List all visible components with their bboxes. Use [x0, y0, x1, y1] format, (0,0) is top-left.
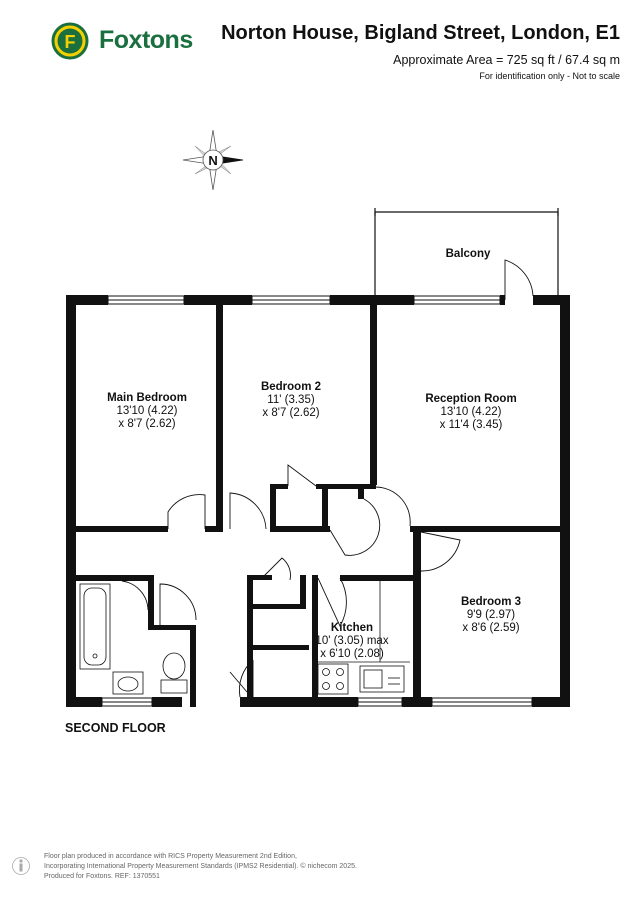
- room-dimension: 13'10 (4.22): [116, 405, 178, 417]
- bedroom-3-label: Bedroom 3 9'9 (2.97) x 8'6 (2.59): [461, 596, 521, 635]
- room-dimension: x 8'6 (2.59): [462, 622, 520, 634]
- compass-rose-icon: N: [182, 129, 244, 191]
- kitchen-label: Kitchen 10' (3.05) max x 6'10 (2.08): [315, 622, 388, 661]
- footer-notes: Floor plan produced in accordance with R…: [44, 852, 357, 882]
- room-dimension: x 11'4 (3.45): [439, 419, 503, 431]
- brand-name: Foxtons: [99, 26, 193, 54]
- approximate-area: Approximate Area = 725 sq ft / 67.4 sq m: [393, 53, 620, 67]
- room-dimension: 11' (3.35): [267, 394, 315, 406]
- sink-icon: [112, 671, 144, 695]
- person-icon: [12, 857, 30, 875]
- walls: [66, 295, 570, 707]
- footer-line: Produced for Foxtons. REF: 1370551: [44, 873, 160, 880]
- toilet-icon: [160, 652, 188, 694]
- windows: [101, 295, 533, 707]
- room-dimension: x 8'7 (2.62): [262, 407, 320, 419]
- room-name: Bedroom 3: [460, 596, 522, 608]
- floor-label: SECOND FLOOR: [65, 721, 166, 735]
- bedroom-2-label: Bedroom 2 11' (3.35) x 8'7 (2.62): [261, 381, 321, 420]
- room-name: Bedroom 2: [260, 381, 322, 393]
- room-name: Main Bedroom: [107, 392, 187, 404]
- room-dimension: 10' (3.05) max: [315, 635, 389, 647]
- reception-room-label: Reception Room 13'10 (4.22) x 11'4 (3.45…: [425, 393, 516, 432]
- bath-icon: [79, 583, 111, 670]
- doors: [121, 259, 534, 698]
- room-name: Reception Room: [425, 393, 517, 405]
- foxtons-logo: F: [51, 22, 89, 60]
- disclaimer: For identification only - Not to scale: [479, 71, 620, 81]
- balcony-outline: [374, 208, 559, 296]
- main-bedroom-label: Main Bedroom 13'10 (4.22) x 8'7 (2.62): [107, 392, 187, 431]
- balcony-label: Balcony: [445, 248, 491, 260]
- compass-north-label: N: [208, 153, 217, 168]
- svg-text:F: F: [65, 32, 76, 52]
- property-title: Norton House, Bigland Street, London, E1: [221, 22, 620, 44]
- room-dimension: 13'10 (4.22): [440, 406, 502, 418]
- room-dimension: x 8'7 (2.62): [118, 418, 176, 430]
- room-dimension: x 6'10 (2.08): [320, 648, 384, 660]
- room-dimension: 9'9 (2.97): [466, 609, 516, 621]
- footer-line: Floor plan produced in accordance with R…: [44, 853, 297, 860]
- kitchen-sink-icon: [359, 665, 405, 693]
- hob-icon: [317, 663, 349, 695]
- kitchen-worktop: [318, 581, 410, 663]
- footer-line: Incorporating International Property Mea…: [44, 863, 357, 870]
- room-name: Kitchen: [330, 622, 374, 634]
